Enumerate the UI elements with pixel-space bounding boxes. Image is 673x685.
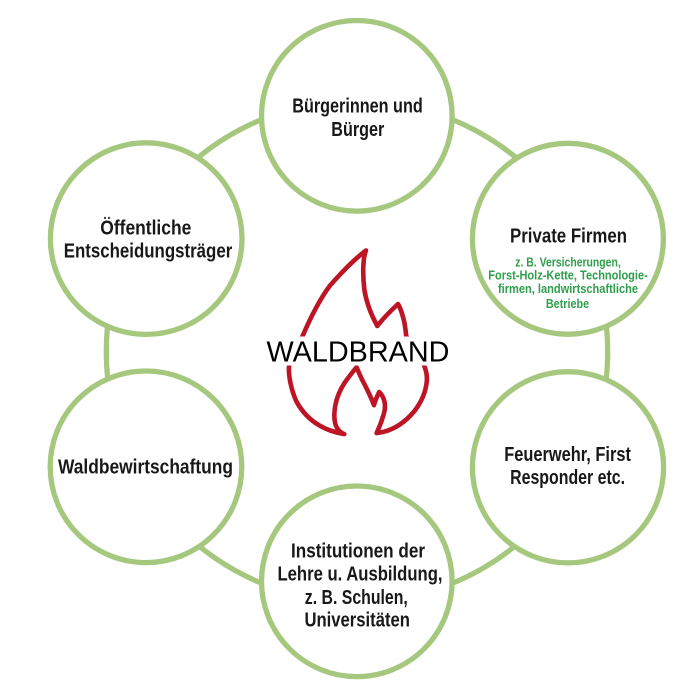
svg-text:Forst-Holz-Kette, Technologie-: Forst-Holz-Kette, Technologie-: [488, 268, 648, 283]
svg-text:WALDBRAND: WALDBRAND: [267, 337, 450, 369]
svg-text:Bürgerinnen und: Bürgerinnen und: [292, 94, 423, 117]
svg-text:Waldbewirtschaftung: Waldbewirtschaftung: [58, 455, 233, 478]
svg-text:firmen, landwirtschaftliche: firmen, landwirtschaftliche: [498, 281, 638, 296]
svg-text:Universitäten: Universitäten: [304, 609, 410, 632]
svg-text:z. B. Schulen,: z. B. Schulen,: [305, 586, 408, 609]
svg-text:Private Firmen: Private Firmen: [510, 224, 627, 247]
svg-text:Betriebe: Betriebe: [546, 296, 589, 311]
svg-text:Bürger: Bürger: [331, 118, 384, 141]
svg-text:Lehre u. Ausbildung,: Lehre u. Ausbildung,: [278, 563, 443, 586]
svg-text:Entscheidungsträger: Entscheidungsträger: [64, 240, 233, 263]
svg-text:Institutionen der: Institutionen der: [291, 539, 425, 562]
svg-text:Responder etc.: Responder etc.: [510, 466, 625, 489]
svg-text:z. B. Versicherungen,: z. B. Versicherungen,: [515, 254, 621, 269]
svg-text:Öffentliche: Öffentliche: [100, 216, 191, 239]
svg-text:Feuerwehr, First: Feuerwehr, First: [504, 443, 631, 466]
